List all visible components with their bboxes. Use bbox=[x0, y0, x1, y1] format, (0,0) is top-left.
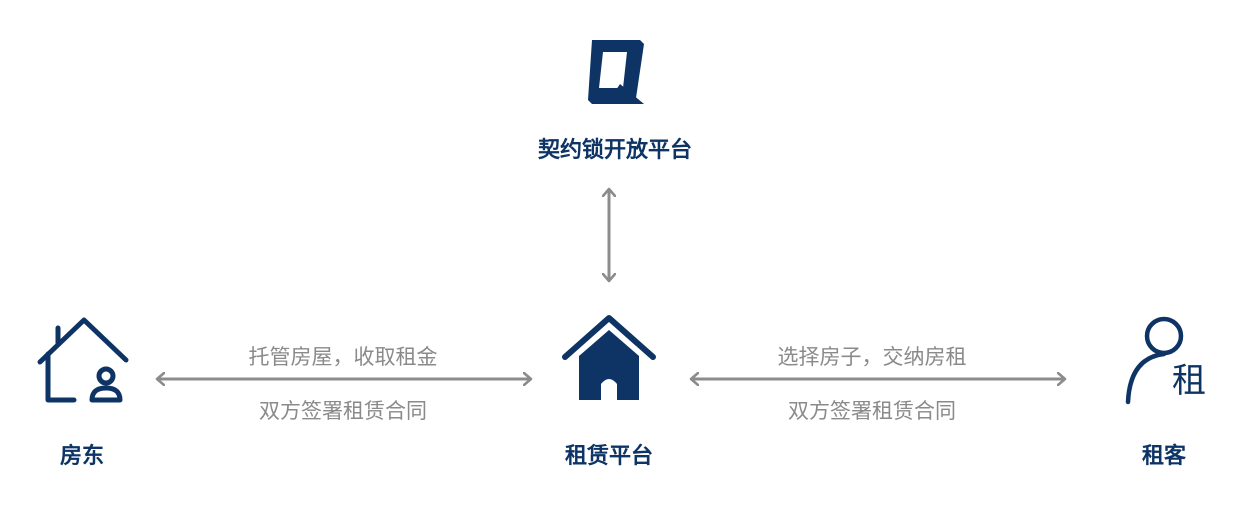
edge-label-tenant-bottom: 双方签署租赁合同 bbox=[788, 399, 956, 423]
node-label-platform-top: 契约锁开放平台 bbox=[537, 138, 693, 163]
node-label-rental-platform: 租赁平台 bbox=[564, 444, 654, 469]
tenant-icon-char: 租 bbox=[1172, 361, 1206, 401]
node-label-landlord: 房东 bbox=[59, 444, 105, 469]
edge-label-landlord-top: 托管房屋，收取租金 bbox=[248, 345, 438, 369]
house-icon bbox=[562, 315, 656, 400]
edge-label-landlord-bottom: 双方签署租赁合同 bbox=[259, 399, 427, 423]
house-with-person-icon bbox=[37, 317, 129, 403]
q-logo-icon bbox=[588, 40, 644, 104]
node-label-tenant: 租客 bbox=[1141, 444, 1187, 469]
person-rent-icon bbox=[1125, 316, 1184, 405]
edge-label-tenant-top: 选择房子，交纳房租 bbox=[777, 345, 967, 369]
